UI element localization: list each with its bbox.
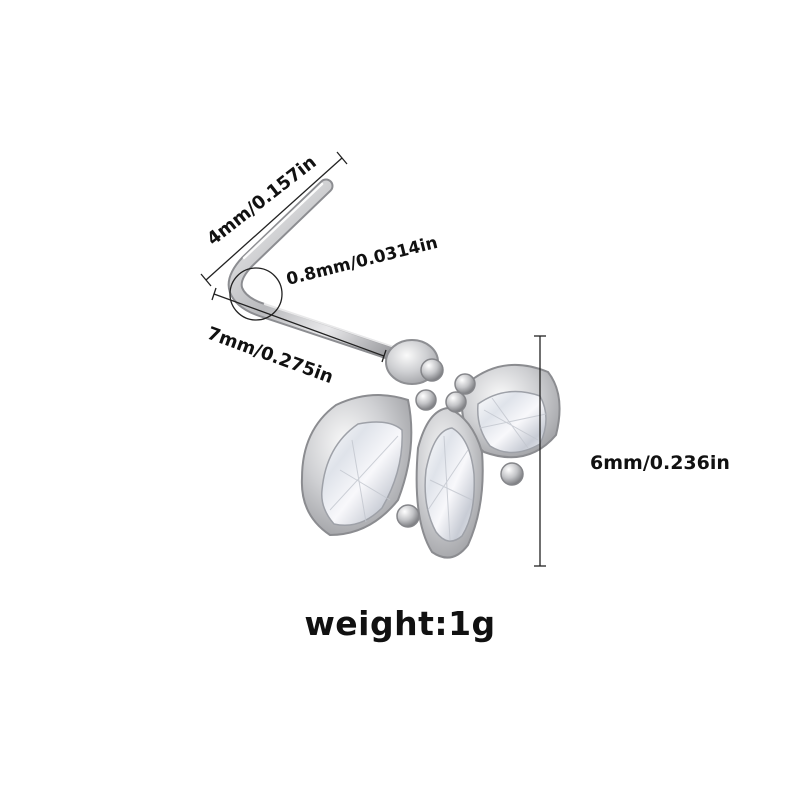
right-gem: [477, 390, 547, 454]
left-gem: [321, 421, 403, 526]
l-shape-pin: [227, 178, 408, 364]
lotus-head: [300, 339, 561, 559]
weight-label: weight:1g: [304, 604, 496, 643]
gauge-label: 0.8mm/0.0314in: [284, 233, 440, 290]
center-gem: [424, 427, 475, 542]
head-height-label: 6mm/0.236in: [590, 452, 730, 474]
dimension-lines: [200, 151, 546, 567]
